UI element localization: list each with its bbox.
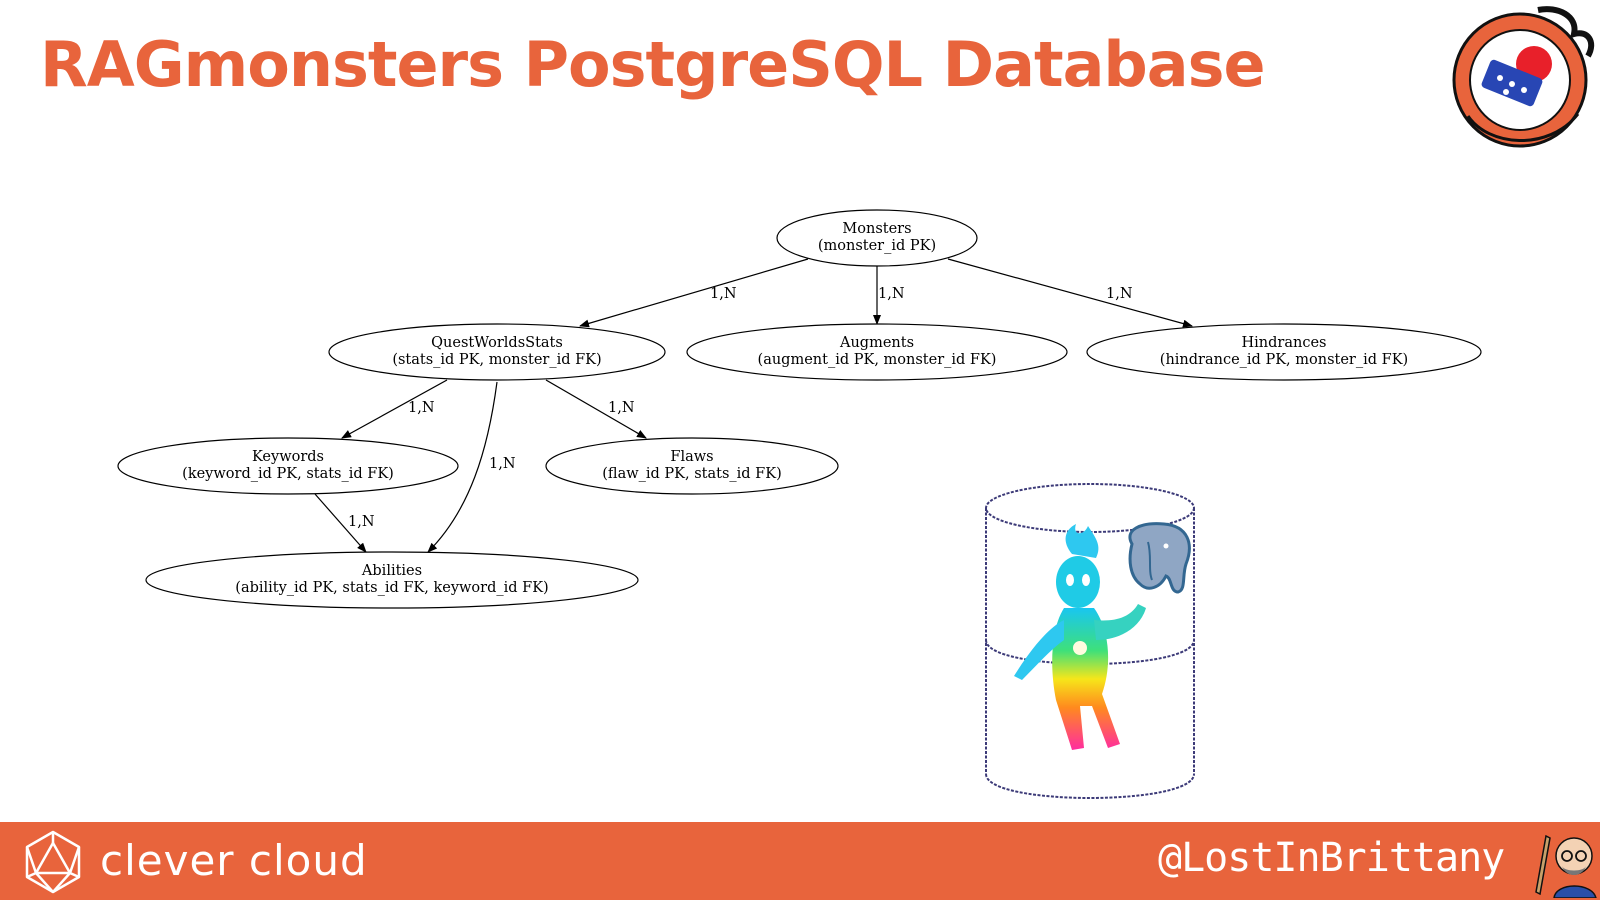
edge-questworldsstats-abilities: 1,N [427, 381, 516, 553]
node-keys: (monster_id PK) [818, 238, 936, 254]
node-questworldsstats: QuestWorldsStats (stats_id PK, monster_i… [328, 323, 666, 381]
edge-monsters-hindrances: 1,N [947, 258, 1193, 328]
node-name: Monsters [842, 221, 911, 237]
speaker-avatar-icon [1535, 834, 1597, 898]
node-keys: (flaw_id PK, stats_id FK) [602, 466, 781, 482]
edge-questworldsstats-flaws: 1,N [545, 379, 647, 439]
node-abilities: Abilities (ability_id PK, stats_id FK, k… [145, 551, 639, 609]
node-name: Abilities [361, 563, 422, 579]
node-keys: (ability_id PK, stats_id FK, keyword_id … [235, 580, 548, 596]
monster-icon [1014, 524, 1146, 750]
brand-name: clever cloud [100, 836, 368, 885]
node-name: QuestWorldsStats [431, 335, 563, 351]
postgres-elephant-icon [1128, 522, 1191, 594]
node-keywords: Keywords (keyword_id PK, stats_id FK) [117, 437, 459, 495]
edge-monsters-questworldsstats: 1,N [579, 258, 809, 328]
edge-label: 1,N [710, 286, 737, 302]
edge-label: 1,N [408, 400, 435, 416]
edge-questworldsstats-keywords: 1,N [341, 379, 448, 439]
slide-title: RAGmonsters PostgreSQL Database [40, 28, 1266, 101]
database-illustration [985, 483, 1195, 799]
edge-label: 1,N [608, 400, 635, 416]
node-keys: (augment_id PK, monster_id FK) [758, 352, 997, 368]
edge-keywords-abilities: 1,N [314, 493, 375, 553]
node-augments: Augments (augment_id PK, monster_id FK) [686, 323, 1068, 381]
node-name: Hindrances [1242, 335, 1327, 351]
node-name: Keywords [252, 449, 324, 465]
node-keys: (hindrance_id PK, monster_id FK) [1160, 352, 1408, 368]
footer-bar: clever cloud @LostInBrittany [0, 822, 1600, 900]
event-badge-icon [1452, 6, 1595, 148]
node-name: Flaws [670, 449, 713, 465]
node-flaws: Flaws (flaw_id PK, stats_id FK) [545, 437, 839, 495]
node-name: Augments [839, 335, 914, 351]
edge-label: 1,N [878, 286, 905, 302]
er-diagram: 1,N 1,N 1,N 1,N 1,N 1,N 1,N Monsters (mo… [117, 209, 1482, 609]
speaker-handle: @LostInBrittany [1158, 835, 1505, 881]
node-monsters: Monsters (monster_id PK) [776, 209, 978, 267]
node-keys: (keyword_id PK, stats_id FK) [182, 466, 394, 482]
clever-cloud-logo-icon [25, 830, 81, 894]
edge-label: 1,N [348, 514, 375, 530]
edge-label: 1,N [1106, 286, 1133, 302]
edge-monsters-augments: 1,N [873, 266, 905, 325]
edge-label: 1,N [489, 456, 516, 472]
node-hindrances: Hindrances (hindrance_id PK, monster_id … [1086, 323, 1482, 381]
node-keys: (stats_id PK, monster_id FK) [392, 352, 601, 368]
